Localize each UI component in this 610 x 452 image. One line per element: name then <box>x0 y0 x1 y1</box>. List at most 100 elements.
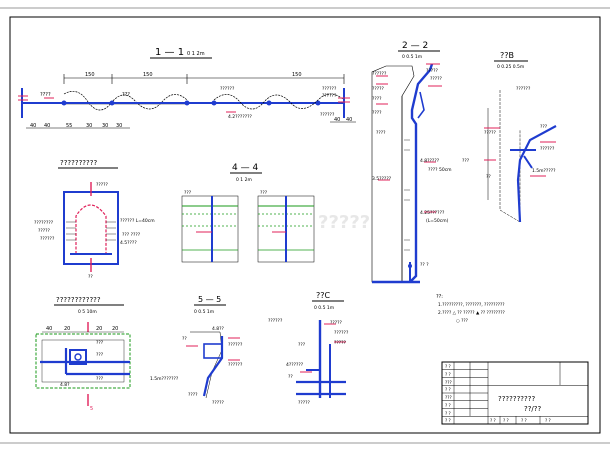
s22-label-13: (L=50cm) <box>426 218 449 224</box>
plan-label-3: 4.8? <box>60 382 70 388</box>
section-5-5-scale: 0 0.5 1m <box>194 309 214 315</box>
s22-label-5: ???? <box>372 96 382 102</box>
pipe-5-5 <box>202 336 224 397</box>
s22-label-9: ???? 50cm <box>428 167 452 173</box>
s22-label-14: ?? ? <box>420 262 429 268</box>
detail-c-label-2: ????? <box>330 320 343 326</box>
detail-c-label-6: 4?????? <box>286 362 304 368</box>
dim-r2: 40 <box>346 117 352 123</box>
s22-label-12: 4.25?????? <box>420 210 445 216</box>
s55-label-5: 1.5m??????? <box>150 376 179 382</box>
s55-label-6: ???? <box>188 392 198 398</box>
s55-label-7: ????? <box>212 400 225 406</box>
s22-label-3: ????? <box>426 68 439 74</box>
detail-c-title: ??C <box>316 291 330 300</box>
tb-footer-2: ? ? <box>503 418 509 423</box>
detail-b-label-3: ??? <box>540 124 548 130</box>
section-detail-b: ??B 0 0.25 0.5m ?????? ????? ??? ?????? … <box>484 51 557 223</box>
section-1-1-scale: 0 1 2m <box>187 51 205 57</box>
detail-c-label-1: ?????? <box>268 318 283 324</box>
dim-b5: 30 <box>102 123 108 129</box>
s22-label-6: ???? <box>372 110 382 116</box>
label-right-1: ?????? <box>322 86 337 92</box>
s22-label-11: ??? <box>462 158 470 164</box>
section-plan: ???????????? 0 5 10m 40 20 20 20 ??? ???… <box>35 296 131 412</box>
dim-b4: 30 <box>86 123 92 129</box>
section-2-2: 2 — 2 0 0.5 1m ?????? ????? ????? ????? … <box>371 41 470 284</box>
dim-right-2: 150 <box>292 72 302 78</box>
watermark: ????? <box>318 212 370 233</box>
tb-footer-4: ? ? <box>545 418 551 423</box>
arch-title: ?????????? <box>60 159 97 167</box>
arch-label-3: ????? <box>38 228 51 234</box>
plan-title: ???????????? <box>56 296 101 304</box>
detail-b-label-4: ?????? <box>540 146 555 152</box>
plan-dim-2: 20 <box>64 326 70 332</box>
section-4-4-title: 4 — 4 <box>232 163 258 173</box>
plan-label-4: ??? <box>96 376 104 382</box>
notes-line-1: 1.?????????, ???????, ????????? <box>438 302 505 308</box>
pipe-2-2 <box>409 63 434 283</box>
detail-c-label-8: ????? <box>298 400 311 406</box>
drawing-frame <box>9 16 601 434</box>
pipe-detail-b <box>516 125 557 223</box>
detail-b-label-2: ????? <box>484 130 497 136</box>
notes-heading: ??: <box>436 294 443 300</box>
arch-label-7: 4.5???? <box>120 240 137 246</box>
arch-label-8: ?? <box>88 274 93 280</box>
dim-b1: 40 <box>30 123 36 129</box>
tb-drawing-no: ??/?? <box>524 405 542 413</box>
dim-r1: 40 <box>334 117 340 123</box>
arch-label-4: ?????? <box>40 236 55 242</box>
detail-c-label-5: ??? <box>298 342 306 348</box>
section-4-4: 4 — 4 0 1 2m ??? ??? <box>181 163 315 263</box>
tb-row-5: ??? <box>445 395 452 400</box>
tb-row-4: ? ? <box>445 387 451 392</box>
section-2-2-title: 2 — 2 <box>402 41 428 51</box>
arch-label-1: ????? <box>96 182 109 188</box>
tb-drawing-title: ?????????? <box>498 395 535 403</box>
section-1-1: 1 — 1 0 1 2m 150 150 150 ??? ???? <box>18 47 356 129</box>
section-5-5-title: 5 — 5 <box>198 295 221 304</box>
notes: ??: 1.?????????, ???????, ????????? 2.??… <box>436 294 505 324</box>
tb-row-2: ? ? <box>445 372 451 377</box>
s22-label-4: ????? <box>430 76 443 82</box>
arch-label-5: ?????? L=40cm <box>120 218 155 224</box>
tb-row-6: ? ? <box>445 403 451 408</box>
detail-b-title: ??B <box>500 51 514 60</box>
notes-line-3: ○ ??? <box>456 318 468 324</box>
plan-label-1: ??? <box>96 340 104 346</box>
s44-label-right: ??? <box>260 190 268 196</box>
arch-label-2: ???????? <box>34 220 54 226</box>
section-2-2-scale: 0 0.5 1m <box>402 54 422 60</box>
s44-label-left: ??? <box>184 190 192 196</box>
dim-left: 150 <box>85 72 95 78</box>
arch-label-6: ??? ???? <box>122 232 141 238</box>
plan-dim-4: 20 <box>112 326 118 332</box>
detail-c-scale: 0 0.5 1m <box>314 305 334 311</box>
section-4-4-scale: 0 1 2m <box>236 177 252 183</box>
tb-footer-3: ? ? <box>521 418 527 423</box>
title-block: ? ? ? ? ??? ? ? ??? ? ? ? ? ? ? ????????… <box>441 361 589 425</box>
s22-label-2: ????? <box>372 86 385 92</box>
plan-dim-3: 20 <box>96 326 102 332</box>
label-right-4: ?????? <box>320 112 335 118</box>
section-detail-c: ??C 0 0.5 1m ?????? ????? ?????? ????? ?… <box>268 291 349 406</box>
callout-b: 4.2??????? <box>228 114 252 120</box>
detail-b-label-6: 1.5m????? <box>532 168 556 174</box>
plan-dim-1: 40 <box>46 326 52 332</box>
detail-c-label-4: ????? <box>334 340 347 346</box>
dim-b2: 40 <box>44 123 50 129</box>
s22-label-8: 4.8????? <box>420 158 440 164</box>
s55-label-2: ?? <box>182 336 187 342</box>
dim-b6: 30 <box>116 123 122 129</box>
notes-line-2: 2.???? △ ?? ????? ▲ ?? ???????? <box>438 310 505 316</box>
tb-row-7: ? ? <box>445 411 451 416</box>
label-right-3: ?????? <box>220 86 235 92</box>
section-arch-detail: ?????????? ????? ???????? ????? ?????? ?… <box>34 159 155 280</box>
label-mid: ??? <box>122 92 130 98</box>
label-right-2: ?????? <box>322 93 337 99</box>
detail-b-scale: 0 0.25 0.5m <box>497 64 524 70</box>
detail-c-label-7: ?? <box>288 374 293 380</box>
